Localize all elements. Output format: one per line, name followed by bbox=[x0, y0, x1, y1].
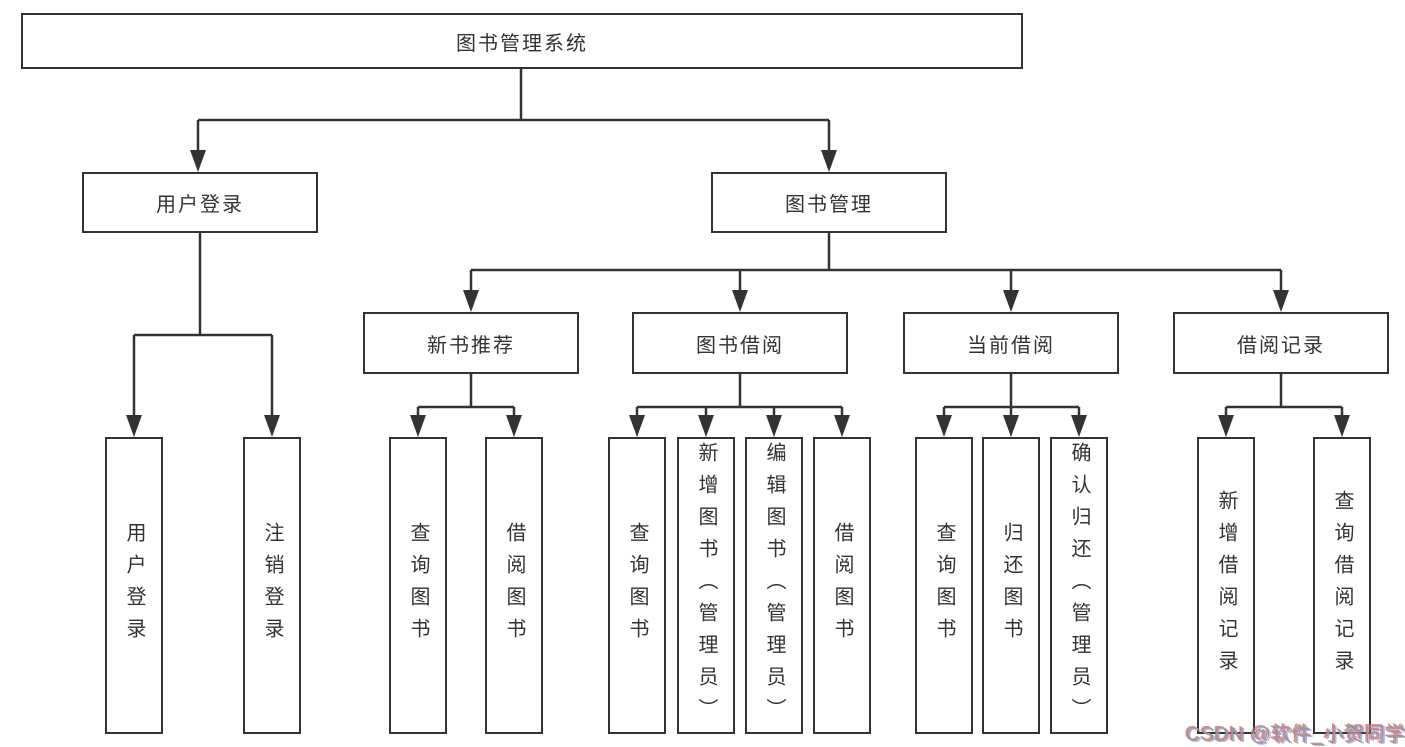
leaf-confirm-return-admin: 确认归还（管理员） bbox=[1050, 437, 1108, 734]
leaf-user-login: 用户登录 bbox=[105, 437, 163, 734]
arrow-down-icon bbox=[834, 415, 850, 437]
arrow-down-icon bbox=[264, 415, 280, 437]
node-label: 查询图书 bbox=[407, 521, 429, 650]
node-label: 图书管理 bbox=[785, 194, 873, 216]
node-library-management-system: 图书管理系统 bbox=[21, 13, 1023, 69]
leaf-query-borrow-record: 查询借阅记录 bbox=[1313, 437, 1371, 734]
leaf-borrow-books: 借阅图书 bbox=[813, 437, 871, 734]
connector-root bbox=[196, 69, 831, 152]
connector-book-management bbox=[469, 233, 1283, 292]
arrow-down-icon bbox=[190, 150, 206, 172]
arrow-down-icon bbox=[463, 290, 479, 312]
arrow-down-icon bbox=[766, 415, 782, 437]
node-user-login: 用户登录 bbox=[82, 172, 318, 233]
arrow-down-icon bbox=[1218, 415, 1234, 437]
node-label: 借阅图书 bbox=[831, 521, 853, 650]
node-label: 当前借阅 bbox=[967, 334, 1055, 357]
leaf-query-books: 查询图书 bbox=[915, 437, 973, 734]
arrow-down-icon bbox=[629, 415, 645, 437]
node-book-management: 图书管理 bbox=[711, 172, 947, 233]
node-label: 归还图书 bbox=[1000, 521, 1022, 650]
leaf-return-books: 归还图书 bbox=[982, 437, 1040, 734]
leaf-query-books: 查询图书 bbox=[389, 437, 447, 734]
node-book-borrowing: 图书借阅 bbox=[632, 312, 848, 374]
arrow-down-icon bbox=[1003, 415, 1019, 437]
node-new-book-recommendation: 新书推荐 bbox=[363, 312, 579, 374]
arrow-down-icon bbox=[1003, 290, 1019, 312]
csdn-watermark: CSDN @软件_小贺同学 bbox=[1186, 724, 1405, 746]
connector-user-login bbox=[132, 233, 274, 419]
node-borrowing-records: 借阅记录 bbox=[1173, 312, 1389, 374]
node-label: 查询图书 bbox=[933, 521, 955, 650]
node-label: 新书推荐 bbox=[427, 334, 515, 357]
node-label: 图书借阅 bbox=[696, 334, 784, 357]
arrow-down-icon bbox=[1334, 415, 1350, 437]
node-label: 借阅记录 bbox=[1237, 334, 1325, 357]
connector-book-borrowing bbox=[635, 374, 844, 419]
arrow-down-icon bbox=[1071, 415, 1087, 437]
node-label: 查询图书 bbox=[626, 521, 648, 650]
node-current-borrowing: 当前借阅 bbox=[903, 312, 1119, 374]
node-label: 新增图书（管理员） bbox=[695, 441, 717, 730]
leaf-add-borrow-record: 新增借阅记录 bbox=[1197, 437, 1255, 734]
node-label: 查询借阅记录 bbox=[1331, 489, 1353, 682]
node-label: 借阅图书 bbox=[503, 521, 525, 650]
node-label: 图书管理系统 bbox=[456, 32, 588, 55]
arrow-down-icon bbox=[698, 415, 714, 437]
leaf-edit-books-admin: 编辑图书（管理员） bbox=[745, 437, 803, 734]
node-label: 编辑图书（管理员） bbox=[763, 441, 785, 730]
arrow-down-icon bbox=[936, 415, 952, 437]
leaf-add-books-admin: 新增图书（管理员） bbox=[677, 437, 735, 734]
leaf-logout-login: 注销登录 bbox=[243, 437, 301, 734]
node-label: 确认归还（管理员） bbox=[1068, 441, 1090, 730]
node-label: 注销登录 bbox=[261, 521, 283, 650]
connector-new-book bbox=[416, 374, 516, 419]
arrow-down-icon bbox=[821, 150, 837, 172]
arrow-down-icon bbox=[506, 415, 522, 437]
arrow-down-icon bbox=[1273, 290, 1289, 312]
arrow-down-icon bbox=[732, 290, 748, 312]
connector-current-borrowing bbox=[942, 374, 1081, 419]
node-label: 新增借阅记录 bbox=[1215, 489, 1237, 682]
arrow-down-icon bbox=[410, 415, 426, 437]
node-label: 用户登录 bbox=[123, 521, 145, 650]
node-label: 用户登录 bbox=[156, 194, 244, 216]
leaf-borrow-books: 借阅图书 bbox=[485, 437, 543, 734]
leaf-query-books: 查询图书 bbox=[608, 437, 666, 734]
arrow-down-icon bbox=[126, 415, 142, 437]
connector-borrowing-records bbox=[1224, 374, 1344, 419]
